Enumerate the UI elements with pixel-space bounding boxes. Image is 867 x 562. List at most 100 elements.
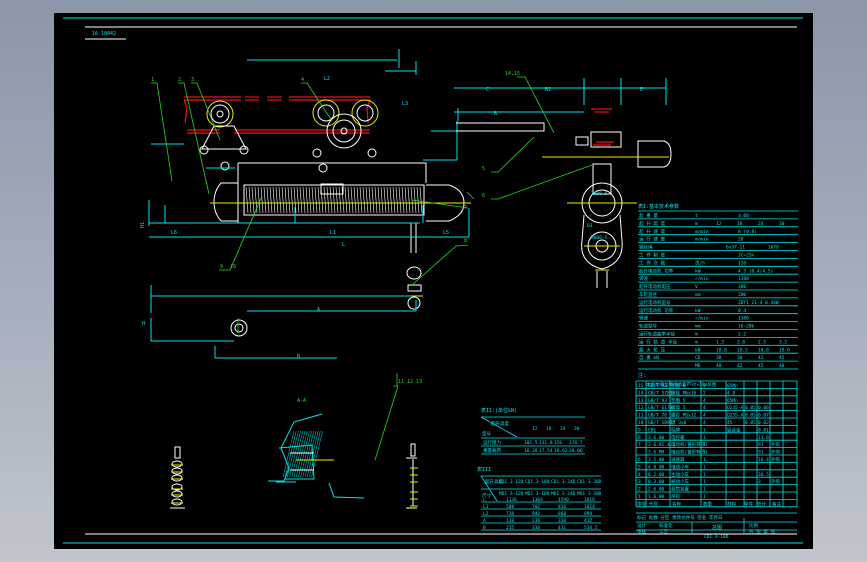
- spec-value: 2.2: [738, 332, 746, 338]
- spec-value: 45: [779, 355, 785, 361]
- drum-hatch-line: [350, 186, 354, 214]
- hook-travel-view: H A B: [142, 285, 417, 360]
- column-header: 18: [546, 426, 552, 432]
- spec-unit: V: [695, 284, 698, 290]
- spec-value: 8 (0.8): [738, 229, 757, 235]
- drum-hatch-line: [368, 186, 372, 214]
- standardization-label: 标准化: [659, 522, 673, 529]
- column-header: MD1 3-12D: [499, 491, 524, 497]
- scale-label: 比例: [749, 522, 758, 529]
- drum-hatch-line: [245, 186, 249, 214]
- spec-value: 19.0: [779, 347, 790, 353]
- spec-unit: mm: [695, 293, 701, 298]
- dim-l6: L6: [171, 230, 177, 236]
- part-note: 外购: [771, 441, 780, 448]
- spec-unit: t: [695, 213, 698, 219]
- spec-value: 19.5: [737, 347, 748, 353]
- drum-hatch-line: [332, 186, 336, 214]
- cell-value: 994: [584, 511, 592, 517]
- spec-label: 起升电动机 功率: [639, 267, 674, 274]
- part-material: 4.8: [727, 390, 735, 396]
- hatch-line: [295, 430, 308, 478]
- spec-value: 42: [737, 363, 743, 369]
- row-label: A: [483, 518, 486, 524]
- part-code: GB/T 6170: [648, 405, 673, 411]
- drum-hatch-line: [296, 186, 300, 214]
- row-label: B: [483, 525, 486, 531]
- hatch-line: [304, 430, 317, 478]
- dim-e: E: [640, 87, 643, 93]
- drum-hatch-line: [419, 186, 423, 214]
- part-name: 键 3x6: [671, 419, 687, 426]
- drum-hatch-line: [389, 186, 393, 214]
- cell-value: 412: [584, 518, 592, 524]
- drum-hatch-line: [395, 186, 399, 214]
- dimension-table-title: 表III: [477, 466, 491, 473]
- drum-hatch-line: [398, 186, 402, 214]
- spec-value: 30: [737, 355, 743, 361]
- revision-row: 标记 处数 分区 更改文件号 签名 年月日: [637, 514, 723, 521]
- part-no: 2: [638, 487, 641, 493]
- part-qty: 1: [703, 464, 706, 470]
- cell-value: 236: [532, 518, 540, 524]
- row-label: 重量载荷: [483, 447, 501, 454]
- parts-header: 序号: [637, 500, 646, 507]
- balloon-11-12-13: 11 12 13: [398, 379, 422, 385]
- cell-value: 942: [532, 511, 540, 517]
- part-material: 45: [727, 420, 733, 426]
- drum-hatch-line: [401, 186, 405, 214]
- front-dimensions: [148, 49, 470, 238]
- hatch-line: [302, 430, 315, 478]
- section-label: A-A: [297, 398, 306, 404]
- row-label: L: [483, 497, 486, 503]
- spec-unit: mm: [695, 325, 701, 330]
- drum-hatch-line: [269, 186, 273, 214]
- part-name: 减速器: [671, 456, 685, 463]
- dim-l1: L1: [330, 230, 336, 236]
- spec-label: 转速: [639, 315, 648, 322]
- drawing-canvas: 16 10042: [54, 13, 813, 549]
- row-label: L1: [483, 504, 489, 510]
- spec-value: 380: [738, 284, 746, 290]
- parts-header: 数量: [703, 500, 712, 507]
- drum-hatch-line: [386, 186, 390, 214]
- balloon-3: 3: [191, 77, 194, 83]
- part-no: 3: [638, 479, 641, 485]
- cell-value: 702: [532, 504, 540, 510]
- spec-label: 转速: [639, 275, 648, 282]
- part-unit-weight: 0.05: [745, 420, 756, 426]
- process-label: 工艺: [659, 529, 668, 535]
- dim-h1: H1: [140, 222, 146, 228]
- cell-value: 18.62: [554, 448, 568, 454]
- balloon-7: 7: [464, 205, 467, 211]
- cell-value: 1024: [584, 504, 595, 510]
- spec-label: 工 作 次 数: [639, 259, 666, 266]
- balloon-9: 9: [220, 264, 223, 270]
- part-name: 卷筒装置: [671, 486, 689, 493]
- cell-value: 138: [506, 518, 514, 524]
- spec-value: 18.0: [716, 347, 727, 353]
- cell-value: 156: [554, 440, 562, 446]
- part-material: Q235-A: [727, 413, 744, 419]
- balloon-14-15: 14,15: [505, 71, 520, 77]
- part-no: 10: [638, 420, 644, 426]
- drawing-title: 总图: [712, 524, 722, 531]
- spec-label: 轨道型号: [639, 323, 657, 330]
- spec-unit: m/min: [695, 237, 709, 243]
- part-code: GB/T 93: [648, 398, 667, 404]
- spec-value: 200: [738, 292, 746, 298]
- cell-value: 215: [506, 525, 514, 531]
- spec-unit: kW: [695, 308, 701, 314]
- spec-label: 自 重 kN: [639, 354, 659, 361]
- dim-l2: L2: [324, 76, 330, 82]
